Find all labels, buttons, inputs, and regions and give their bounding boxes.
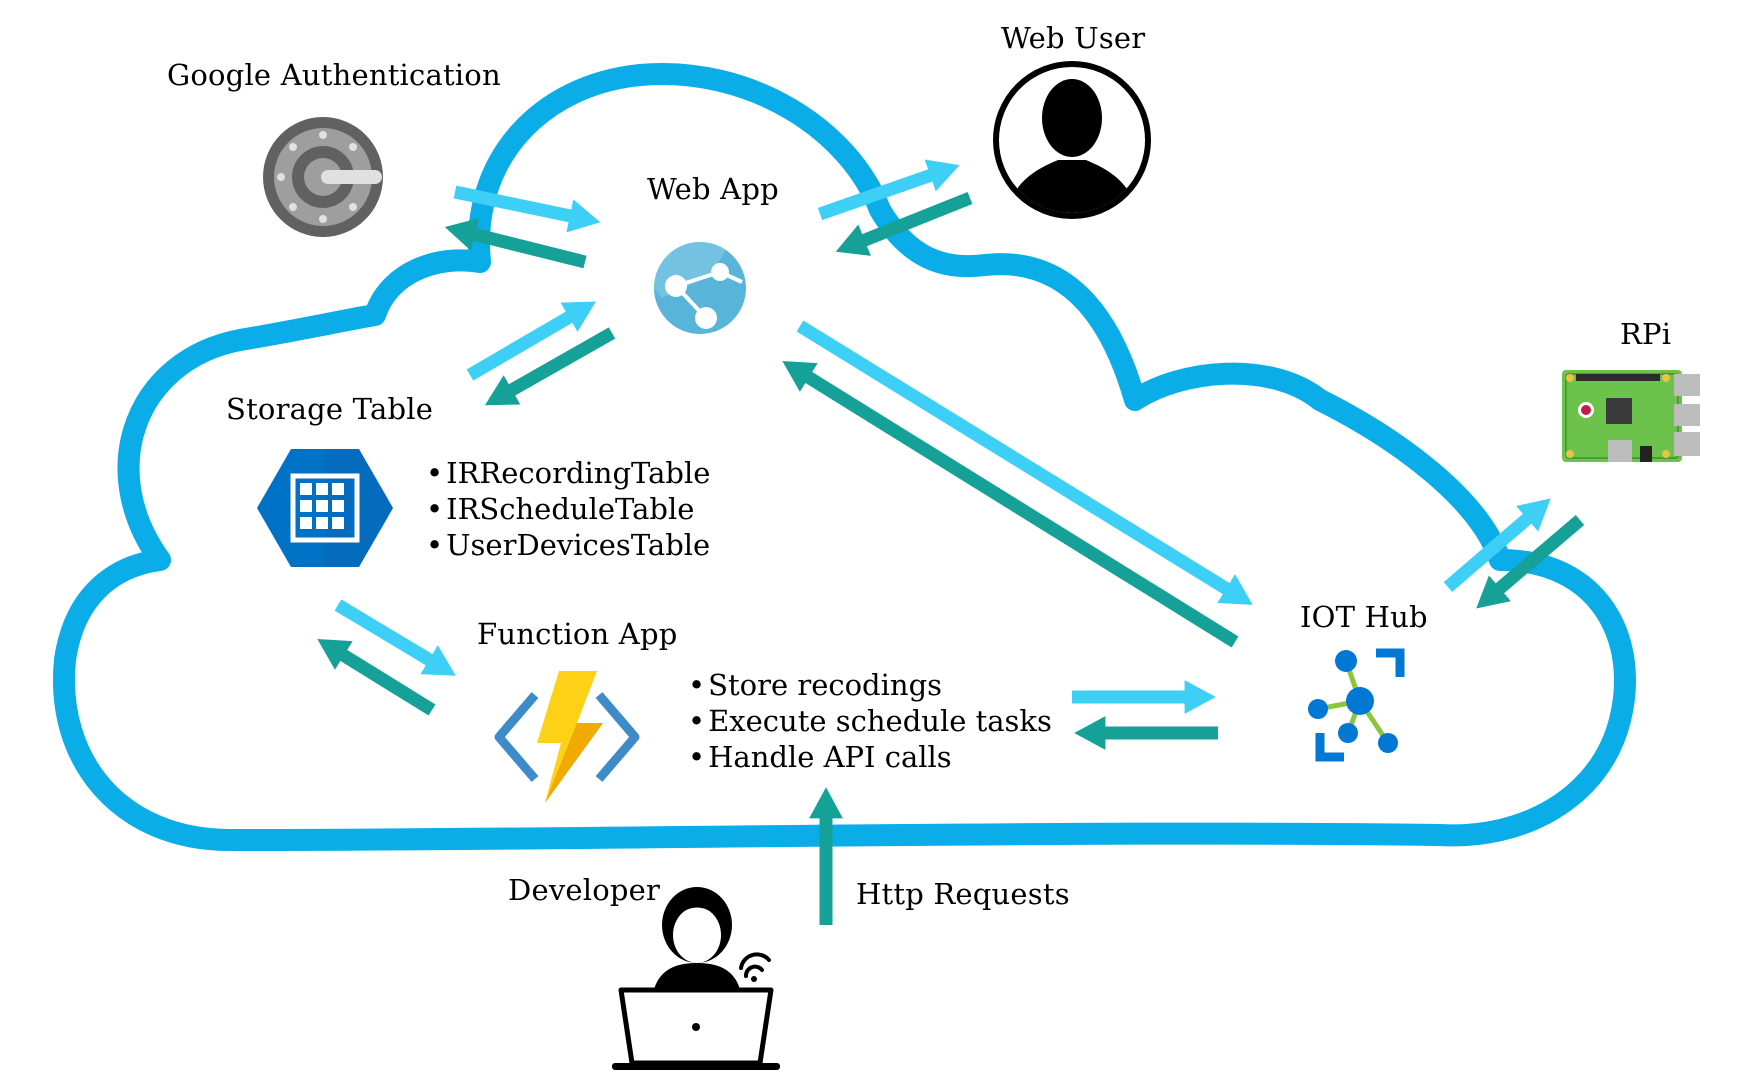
arrow-storage-to-function <box>334 599 456 676</box>
function-tasks-list: Store recodings Execute schedule tasks H… <box>688 667 1052 775</box>
iot-hub-label: IOT Hub <box>1300 600 1428 634</box>
google-authenticator-icon <box>263 117 383 237</box>
web-app-label: Web App <box>647 172 779 206</box>
google-auth-label: Google Authentication <box>167 58 501 92</box>
storage-table-label: Storage Table <box>226 392 434 426</box>
arrow-google-to-webapp <box>453 185 601 233</box>
arrow-webapp-to-storage <box>484 327 616 406</box>
arrow-webapp-to-webuser <box>817 159 960 221</box>
developer-label: Developer <box>508 873 661 907</box>
web-user-label: Web User <box>1001 21 1146 55</box>
arrow-rpi-to-iothub <box>1476 515 1585 609</box>
azure-web-app-icon <box>654 241 746 334</box>
azure-function-app-icon <box>494 671 640 803</box>
raspberry-pi-board-icon <box>1562 370 1700 462</box>
arrow-storage-to-webapp <box>466 301 596 381</box>
arrow-webapp-to-iothub <box>796 320 1253 605</box>
developer-laptop-icon <box>612 887 780 1070</box>
arrow-iothub-to-webapp <box>782 361 1239 648</box>
arrow-webuser-to-webapp <box>835 191 973 256</box>
user-silhouette-icon <box>993 61 1151 219</box>
list-item: IRScheduleTable <box>426 491 710 527</box>
arrow-function-to-storage <box>317 639 436 716</box>
list-item: Store recodings <box>688 667 1052 703</box>
http-requests-label: Http Requests <box>856 877 1070 911</box>
arrow-iothub-to-rpi <box>1443 498 1551 592</box>
list-item: IRRecordingTable <box>426 455 710 491</box>
rpi-label: RPi <box>1620 317 1672 351</box>
list-item: Handle API calls <box>688 739 1052 775</box>
storage-tables-list: IRRecordingTable IRScheduleTable UserDev… <box>426 455 710 563</box>
list-item: Execute schedule tasks <box>688 703 1052 739</box>
arrow-webapp-to-google <box>444 218 587 269</box>
function-app-label: Function App <box>477 617 678 651</box>
azure-storage-table-icon <box>257 449 393 567</box>
azure-iot-hub-icon <box>1308 648 1405 762</box>
list-item: UserDevicesTable <box>426 527 710 563</box>
